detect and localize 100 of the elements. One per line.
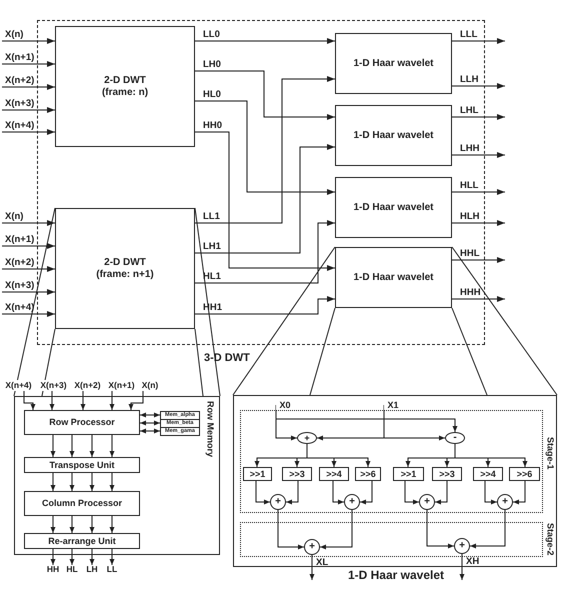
arrow (452, 83, 506, 89)
process-box: 1-D Haar wavelet (335, 33, 452, 94)
arrow (332, 480, 344, 504)
edge-label: HLL (460, 180, 478, 191)
arrow (194, 296, 336, 314)
arrow (110, 434, 114, 458)
shift-box: >>1 (393, 467, 424, 481)
edge-label: XL (316, 557, 328, 568)
arrow (2, 243, 56, 249)
arrow (70, 548, 74, 566)
arrow (50, 472, 56, 492)
vertical-label: Stage-1 (545, 437, 556, 470)
edge-label: X(n+2) (5, 257, 34, 268)
arrow (454, 444, 528, 468)
arrow (24, 390, 36, 410)
edge-label: HHH (460, 287, 481, 298)
process-box: Transpose Unit (24, 457, 140, 473)
process-box: 1-D Haar wavelet (335, 105, 452, 166)
arrow (194, 70, 336, 120)
arrow (128, 390, 144, 410)
edge-label: X(n+4) (5, 120, 34, 131)
adder-symbol: + (344, 494, 360, 510)
edge-label: LL1 (203, 211, 220, 222)
frame-title: 1-D Haar wavelet (346, 569, 446, 583)
adder-symbol: + (497, 494, 513, 510)
arrow (452, 189, 506, 195)
edge-label: HLH (460, 211, 480, 222)
shift-box: >>1 (243, 467, 272, 481)
edge-label: LHH (460, 143, 480, 154)
process-box: 1-D Haar wavelet (335, 247, 452, 308)
arrow (426, 510, 454, 548)
arrow (2, 311, 56, 317)
edge-label: LH1 (203, 241, 221, 252)
process-box: Column Processor (24, 491, 140, 516)
edge-label: X(n+3) (5, 280, 34, 291)
arrow (90, 434, 94, 458)
signal-label: X(n+4) (3, 380, 34, 391)
edge-label: XH (466, 556, 480, 567)
arrow (434, 480, 448, 504)
arrow (278, 510, 304, 550)
arrow (470, 510, 506, 548)
process-box (55, 26, 195, 147)
arrow (286, 480, 298, 504)
shift-box: >>3 (282, 467, 312, 481)
arrow (452, 296, 506, 302)
edge-label: X(n+2) (5, 75, 34, 86)
arrow (452, 152, 506, 158)
process-box (55, 208, 195, 329)
vertical-label: Stage-2 (545, 523, 556, 556)
arrow (70, 472, 74, 492)
arrow (194, 132, 336, 271)
signal-label: X(n+2) (72, 380, 103, 391)
process-box: Row Processor (24, 410, 140, 435)
edge-label: X(n) (5, 29, 24, 40)
arrow (194, 76, 336, 224)
shift-box: >>4 (473, 467, 503, 481)
adder-symbol: + (419, 494, 435, 510)
arrow (90, 548, 94, 566)
signal-label: X(n+3) (38, 380, 69, 391)
arrow (452, 220, 506, 226)
double-arrow (140, 428, 160, 434)
box-title: 2-D DWT (104, 257, 146, 268)
edge-label: X(n+1) (5, 52, 34, 63)
arrow (306, 444, 370, 468)
arrow (2, 289, 56, 295)
edge-label: LLH (460, 74, 478, 85)
edge-label: LHL (460, 105, 478, 116)
edge-label: X(n+1) (5, 234, 34, 245)
edge-label: X(n+3) (5, 98, 34, 109)
arrow (452, 257, 506, 263)
edge-label: LH0 (203, 59, 221, 70)
edge-label: X(n) (5, 211, 24, 222)
arrow (70, 516, 74, 534)
arrow (404, 480, 420, 504)
arrow (2, 129, 56, 135)
detail-panel (14, 396, 220, 555)
arrow (90, 472, 94, 492)
signal-label: LH (84, 565, 100, 575)
subtractor-symbol: - (445, 432, 465, 444)
vertical-label: Row Memory (205, 401, 216, 458)
adder-symbol: + (297, 432, 317, 444)
edge-label: LLL (460, 29, 478, 40)
signal-label: HL (64, 565, 80, 575)
arrow (110, 472, 114, 492)
process-box: 1-D Haar wavelet (335, 177, 452, 238)
box-title: 2-D DWT (104, 75, 146, 86)
signal-label: X(n+1) (106, 380, 137, 391)
arrow (2, 84, 56, 90)
shift-box: >>3 (432, 467, 462, 481)
arrow (50, 390, 54, 410)
arrow (50, 434, 56, 458)
arrow (50, 516, 56, 534)
signal-label: X(n) (139, 380, 161, 391)
edge-label: LL0 (203, 29, 220, 40)
adder-symbol: + (454, 538, 470, 554)
arrow (2, 61, 56, 67)
arrow (2, 266, 56, 272)
arrow (50, 548, 56, 566)
arrow (460, 554, 464, 580)
arrow (310, 554, 314, 580)
